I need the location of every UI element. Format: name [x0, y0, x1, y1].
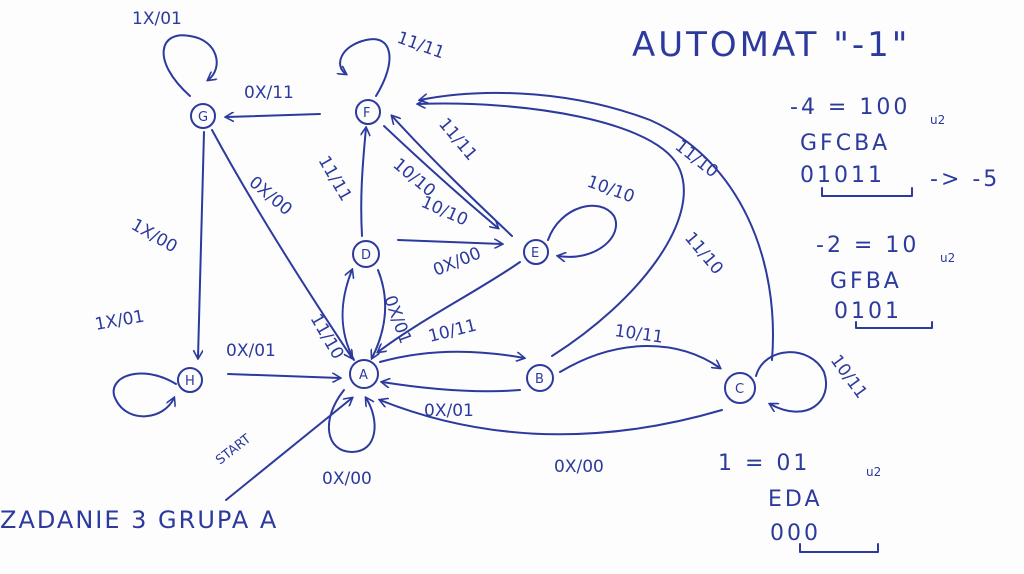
state-label: H — [185, 374, 195, 389]
edge-h-a: 0X/01 — [226, 341, 340, 378]
edge-e-e: 10/10 — [547, 172, 637, 257]
edge-label: 1X/01 — [93, 307, 146, 335]
edge-label: 11/10 — [680, 228, 727, 278]
state-b: B — [526, 364, 554, 392]
note-subscript: u2 — [930, 113, 945, 127]
edge-g-g: 1X/01 — [132, 9, 218, 97]
state-label: B — [535, 372, 544, 387]
edge-f-g: 0X/11 — [226, 83, 321, 117]
edge-h-h: 1X/01 — [93, 307, 177, 418]
edge-d-a: 0X/01 — [372, 269, 415, 358]
edge-label: 10/11 — [826, 351, 871, 402]
state-label: A — [359, 368, 368, 383]
note-line: EDA — [768, 487, 823, 512]
note-subscript: u2 — [866, 465, 881, 479]
task-footer: ZADANIE 3 GRUPA A — [0, 506, 278, 534]
edge-label: 0X/00 — [430, 243, 484, 280]
note-underline — [799, 543, 879, 553]
note-line: GFBA — [830, 269, 902, 294]
edge-label: 1X/00 — [128, 215, 181, 257]
edge-f-f: 11/11 — [340, 28, 447, 97]
note-line: 01011 — [800, 163, 885, 188]
edge-label: 11/10 — [671, 136, 722, 182]
note-subscript: u2 — [940, 251, 955, 265]
edge-d-f: 11/11 — [314, 128, 366, 237]
state-d: D — [352, 240, 380, 268]
note-underline — [821, 187, 913, 197]
edge-b-a: 0X/01 — [382, 382, 521, 421]
edge-label: 0X/11 — [244, 83, 294, 103]
note-line: 0101 — [834, 299, 902, 324]
edge-label: 11/10 — [306, 311, 348, 363]
start-label: START — [213, 432, 254, 469]
edge-a-a: 0X/00 — [322, 389, 376, 489]
state-label: F — [363, 106, 370, 121]
note-line: -2 = 10 — [816, 233, 919, 258]
edge-label: 0X/00 — [322, 469, 372, 489]
edge-label: 10/10 — [584, 172, 637, 208]
state-a: A — [349, 359, 379, 389]
edge-label: 10/11 — [426, 316, 478, 347]
edge-b-c: 10/11 — [559, 321, 720, 373]
state-e: E — [523, 239, 549, 265]
note-line: 000 — [770, 521, 821, 546]
edge-label: 11/11 — [434, 114, 481, 164]
note-one: 1 = 01 u2 EDA 000 — [718, 451, 881, 553]
state-label: E — [531, 246, 539, 261]
diagram-title: AUTOMAT "-1" — [632, 25, 910, 65]
note-minus-four: -4 = 100 u2 GFCBA 01011 -> -5 — [790, 95, 1000, 197]
edge-label: 11/11 — [394, 28, 447, 64]
note-line: -4 = 100 — [790, 95, 910, 120]
state-g: G — [190, 103, 216, 129]
edge-label: 1X/01 — [132, 9, 182, 29]
edge-label: 0X/01 — [424, 401, 474, 421]
state-c: C — [724, 372, 756, 404]
state-h: H — [177, 367, 203, 393]
edge-label: 11/11 — [314, 153, 356, 205]
state-f: F — [355, 99, 381, 125]
edge-label: 0X/01 — [226, 341, 276, 361]
state-label: G — [198, 110, 208, 125]
note-arrow: -> -5 — [930, 167, 1000, 192]
edge-c-a: 0X/00 — [380, 400, 723, 477]
edge-label: 10/11 — [613, 321, 664, 348]
edge-label: 0X/00 — [554, 457, 604, 477]
note-line: GFCBA — [800, 131, 890, 156]
edge-c-c: 10/11 — [755, 351, 871, 413]
state-label: C — [735, 382, 744, 397]
edge-label: 0X/00 — [245, 173, 296, 220]
note-minus-two: -2 = 10 u2 GFBA 0101 — [816, 233, 955, 329]
note-line: 1 = 01 — [718, 451, 810, 476]
note-underline — [855, 321, 933, 329]
state-label: D — [361, 248, 371, 263]
